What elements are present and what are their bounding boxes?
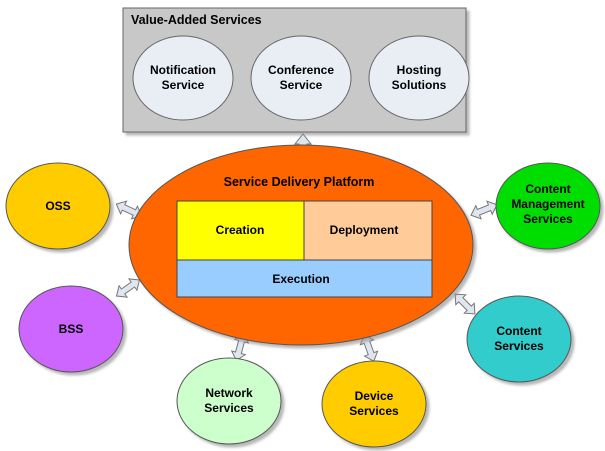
label-line: Services xyxy=(204,401,254,415)
bss-label: BSS xyxy=(59,322,84,336)
label-line: Management xyxy=(511,197,584,211)
deployment-box xyxy=(303,200,433,261)
arrow-content-sdp xyxy=(454,293,476,315)
service-delivery-platform-title: Service Delivery Platform xyxy=(224,175,375,189)
label-line: Service xyxy=(280,78,323,92)
label-line: Notification xyxy=(150,63,216,77)
creation-label: Creation xyxy=(216,223,265,237)
label-line: Services xyxy=(349,404,399,418)
label-line: Device xyxy=(355,389,394,403)
arrow-content-mgmt-sdp xyxy=(470,200,498,220)
bss-node: BSS xyxy=(18,285,124,373)
oss-label: OSS xyxy=(45,199,70,213)
label-line: OSS xyxy=(45,199,70,213)
execution-label: Execution xyxy=(272,272,329,286)
label-line: BSS xyxy=(59,322,84,336)
execution-box xyxy=(176,259,433,298)
label-line: Services xyxy=(523,212,573,226)
deployment-label: Deployment xyxy=(330,223,399,237)
creation-box xyxy=(176,200,305,261)
label-line: Hosting xyxy=(397,63,442,77)
value-added-services-title: Value-Added Services xyxy=(131,13,262,27)
label-line: Service xyxy=(162,78,205,92)
service-delivery-platform-group: Service Delivery Platform Creation Deplo… xyxy=(128,144,474,346)
label-line: Network xyxy=(205,386,253,400)
label-line: Content xyxy=(496,324,541,338)
oss-node: OSS xyxy=(5,162,111,250)
label-line: Conference xyxy=(268,63,334,77)
label-line: Content xyxy=(525,182,570,196)
label-line: Services xyxy=(494,339,544,353)
label-line: Solutions xyxy=(392,78,447,92)
